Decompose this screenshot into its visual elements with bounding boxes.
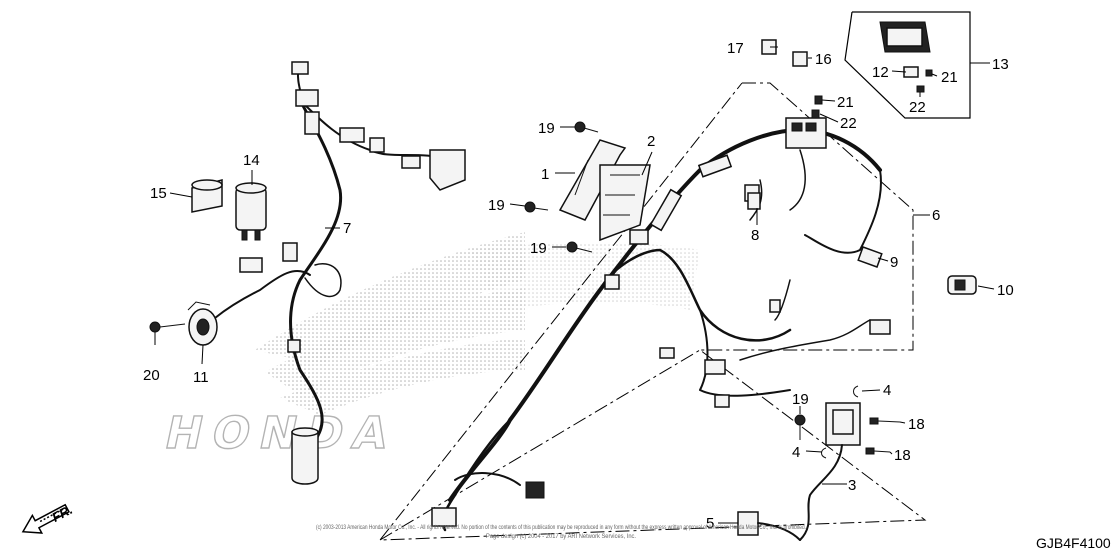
sub-wire-harness xyxy=(214,61,466,485)
junction-block xyxy=(558,139,651,242)
callout-4-upper: 4 xyxy=(883,382,891,399)
callout-9: 9 xyxy=(890,254,898,271)
callout-19-low: 19 xyxy=(530,240,547,257)
ignition-coil-3 xyxy=(737,385,901,541)
main-wire-harness xyxy=(431,117,891,532)
relay-and-clip-14-15 xyxy=(191,179,267,241)
callout-13: 13 xyxy=(992,56,1009,73)
callout-22-left: 22 xyxy=(840,115,857,132)
callout-12: 12 xyxy=(872,64,889,81)
callout-16: 16 xyxy=(815,51,832,68)
copyright-line-2: Page design (c) 2004 - 2017 by ARI Netwo… xyxy=(486,534,636,540)
callout-4-lower: 4 xyxy=(792,444,800,461)
callout-19-mid: 19 xyxy=(488,197,505,214)
relay-components xyxy=(761,21,933,119)
callout-11: 11 xyxy=(193,369,209,386)
callout-2: 2 xyxy=(647,133,655,150)
callout-10: 10 xyxy=(997,282,1014,299)
callout-15: 15 xyxy=(150,185,167,202)
copyright-line-1: (c) 2003-2013 American Honda Motor Co., … xyxy=(316,525,806,531)
callout-5: 5 xyxy=(706,515,714,532)
front-direction-indicator: FR. xyxy=(21,502,75,534)
callout-14: 14 xyxy=(243,152,260,169)
diagram-code: GJB4F4100 xyxy=(1036,535,1111,551)
callout-1: 1 xyxy=(541,166,549,183)
callout-21-left: 21 xyxy=(837,94,854,111)
horn-11 xyxy=(149,301,218,346)
relay-group-box xyxy=(844,11,971,119)
front-label: FR. xyxy=(49,502,75,525)
callout-21-right: 21 xyxy=(941,69,958,86)
honda-watermark-text: HONDA xyxy=(160,408,402,458)
callout-22-right: 22 xyxy=(909,99,926,116)
bolts-19 xyxy=(524,121,806,440)
callout-6: 6 xyxy=(932,207,940,224)
callout-3: 3 xyxy=(848,477,856,494)
connectors-8-9-10 xyxy=(747,192,977,295)
callout-18-upper: 18 xyxy=(908,416,925,433)
callout-20: 20 xyxy=(143,367,160,384)
leader-lines xyxy=(154,46,995,524)
honda-wing-watermark: HONDA xyxy=(160,232,700,460)
callout-19-right: 19 xyxy=(792,391,809,408)
callout-19-top: 19 xyxy=(538,120,555,137)
callout-7: 7 xyxy=(343,220,351,237)
callout-17: 17 xyxy=(727,40,744,57)
callout-8: 8 xyxy=(751,227,759,244)
callout-18-lower: 18 xyxy=(894,447,911,464)
callout-labels: 1 2 3 4 4 5 6 7 8 9 10 11 12 13 14 15 16… xyxy=(143,40,1014,532)
